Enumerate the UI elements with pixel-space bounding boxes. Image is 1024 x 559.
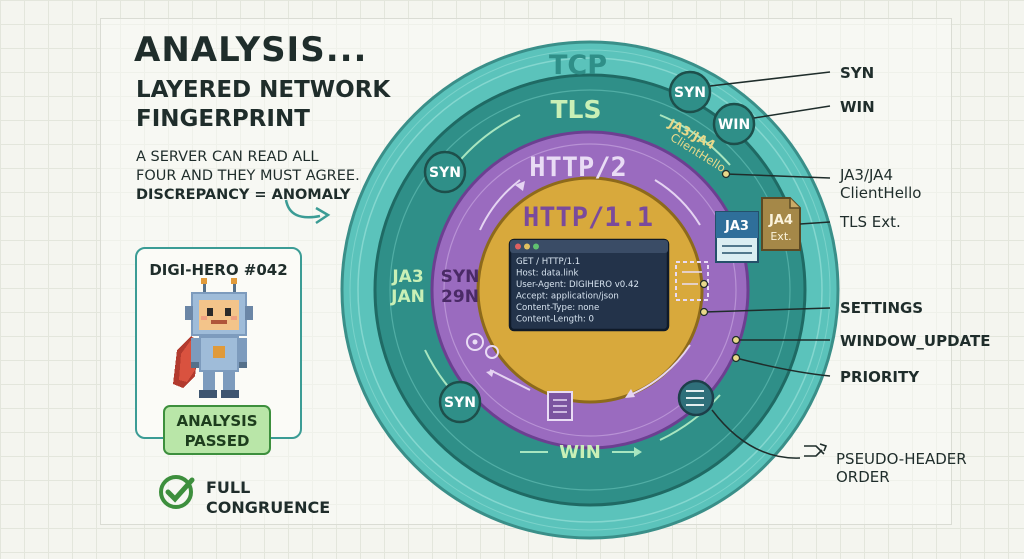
- tcp-win-text: WIN: [718, 117, 750, 133]
- ja4-document-icon: JA4 Ext.: [761, 197, 801, 251]
- gear-frame-icon: [466, 333, 499, 359]
- full-congruence-label: FULL CONGRUENCE: [206, 478, 330, 518]
- robot-avatar-icon: [173, 278, 253, 398]
- description-line-2: FOUR AND THEY MUST AGREE.: [136, 168, 360, 184]
- result-line-1: FULL: [206, 478, 251, 497]
- ja4-doc-line-1: JA4: [768, 213, 793, 228]
- callout-tls-ext: TLS Ext.: [840, 213, 901, 231]
- callout-pseudo-header: PSEUDO-HEADER ORDER: [836, 450, 967, 486]
- terminal-line: Content-Type: none: [516, 303, 599, 313]
- status-line-2: PASSED: [184, 432, 250, 450]
- description-line-1: A SERVER CAN READ ALL: [136, 149, 319, 165]
- http2-label: HTTP/2: [529, 152, 627, 183]
- callout-win: WIN: [840, 98, 875, 116]
- callout-priority: PRIORITY: [840, 368, 920, 386]
- tcp-win-badge: WIN: [712, 102, 756, 146]
- terminal-line: Host: data.link: [516, 269, 579, 279]
- bottom-syn-badge: SYN: [438, 380, 482, 424]
- pseudo-header-order-icon: [677, 379, 715, 417]
- callout-ja3-line-1: JA3/JA4: [840, 166, 893, 184]
- left-syn-badge: SYN: [423, 150, 467, 194]
- tcp-syn-text: SYN: [674, 85, 706, 101]
- callout-settings: SETTINGS: [840, 299, 924, 317]
- hero-name: DIGI-HERO #042: [149, 261, 288, 279]
- settings-frame-icon: [675, 261, 709, 301]
- callout-ja3-line-2: ClientHello: [840, 184, 922, 202]
- callout-leaders: [703, 71, 831, 459]
- bottom-win-text: WIN: [559, 442, 601, 463]
- analysis-passed-badge: ANALYSIS PASSED: [163, 405, 271, 455]
- left-syn-text: SYN: [429, 165, 461, 181]
- callout-pseudo-line-2: ORDER: [836, 468, 890, 486]
- description: A SERVER CAN READ ALL FOUR AND THEY MUST…: [136, 148, 360, 205]
- tls-label: TLS: [551, 95, 602, 124]
- terminal-line: Content-Length: 0: [516, 315, 594, 325]
- subtitle-line-1: LAYERED NETWORK: [136, 77, 391, 103]
- terminal-line: User-Agent: DIGIHERO v0.42: [516, 280, 639, 290]
- bottom-syn-text: SYN: [444, 395, 476, 411]
- ja3-doc-text: JA3: [724, 219, 749, 234]
- left-jan-text: JAN: [390, 287, 425, 307]
- left-29n-text: 29N: [441, 287, 479, 307]
- ja3-document-icon: JA3: [715, 211, 759, 263]
- callout-ja3: JA3/JA4 ClientHello: [840, 166, 921, 202]
- callout-dots: [699, 169, 741, 363]
- page-title: ANALYSIS...: [134, 30, 368, 70]
- shuffle-arrows-icon: [804, 443, 828, 457]
- left-ja3-text: JA3: [391, 267, 423, 287]
- check-circle-icon: [159, 475, 195, 509]
- status-line-1: ANALYSIS: [176, 412, 258, 430]
- callout-window-update: WINDOW_UPDATE: [840, 332, 991, 350]
- description-arrow-icon: [284, 199, 331, 225]
- tcp-syn-badge: SYN: [668, 70, 712, 114]
- callout-pseudo-line-1: PSEUDO-HEADER: [836, 450, 967, 468]
- terminal-line: Accept: application/json: [516, 292, 619, 302]
- document-list-icon: [547, 391, 573, 421]
- subtitle-line-2: FINGERPRINT: [136, 106, 310, 132]
- terminal-line: GET / HTTP/1.1: [516, 257, 580, 267]
- result-line-2: CONGRUENCE: [206, 498, 331, 517]
- ja4-doc-line-2: Ext.: [770, 230, 791, 243]
- page-subtitle: LAYERED NETWORK FINGERPRINT: [136, 76, 390, 134]
- left-syn2-text: SYN: [441, 267, 480, 287]
- callout-syn: SYN: [840, 64, 875, 82]
- http11-label: HTTP/1.1: [523, 202, 653, 233]
- description-line-3: DISCREPANCY = ANOMALY: [136, 187, 351, 203]
- tcp-label: TCP: [549, 50, 607, 81]
